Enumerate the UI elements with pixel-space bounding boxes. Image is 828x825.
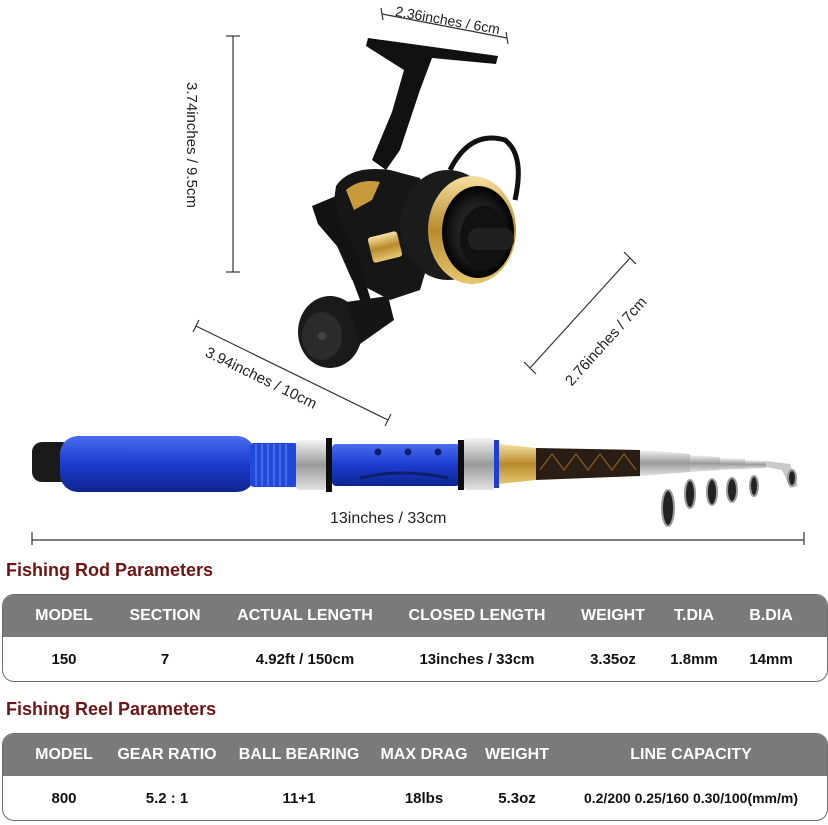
table-row: 800 5.2 : 1 11+1 18lbs 5.3oz 0.2/200 0.2… [3,776,827,820]
table-row: 150 7 4.92ft / 150cm 13inches / 33cm 3.3… [3,637,827,681]
header-ball-bearing: BALL BEARING [238,746,360,763]
reel-parameters-table: MODEL GEAR RATIO BALL BEARING MAX DRAG W… [2,733,828,821]
reel-width-dimension [380,7,509,45]
rod-parameters-title: Fishing Rod Parameters [6,560,214,580]
value-base-diameter: 14mm [749,650,793,668]
header-max-drag: MAX DRAG [380,746,468,763]
rod-length-label: 13inches / 33cm [330,510,447,527]
spinning-reel [298,38,521,368]
value-max-drag: 18lbs [404,789,444,807]
rod-length-dimension [31,532,805,545]
reel-parameters-title: Fishing Reel Parameters [6,699,217,719]
header-weight: WEIGHT [581,607,645,624]
value-model: 800 [51,789,77,807]
rod-parameters-table: MODEL SECTION ACTUAL LENGTH CLOSED LENGT… [2,594,828,682]
product-illustration [31,7,805,545]
value-weight: 3.35oz [590,650,636,668]
header-section: SECTION [129,607,201,624]
header-closed-length: CLOSED LENGTH [408,607,546,624]
value-line-capacity: 0.2/200 0.25/160 0.30/100(mm/m) [583,790,799,806]
reel-length-dimension [192,319,392,427]
value-ball-bearing: 11+1 [282,789,316,807]
value-gear-ratio: 5.2 : 1 [145,789,189,807]
value-section: 7 [160,650,170,668]
reel-height-label: 3.74inches / 9.5cm [183,82,200,208]
table-header-row: MODEL SECTION ACTUAL LENGTH CLOSED LENGT… [3,595,827,637]
header-model: MODEL [35,607,93,624]
header-weight: WEIGHT [485,746,549,763]
value-weight: 5.3oz [498,789,536,807]
header-line-capacity: LINE CAPACITY [630,746,752,763]
value-model: 150 [51,650,77,668]
header-tip-diameter: T.DIA [674,607,714,624]
header-gear-ratio: GEAR RATIO [117,746,217,763]
value-actual-length: 4.92ft / 150cm [255,650,355,668]
table-header-row: MODEL GEAR RATIO BALL BEARING MAX DRAG W… [3,734,827,776]
reel-depth-dimension [523,251,637,375]
telescopic-rod [32,436,798,527]
header-model: MODEL [35,746,93,763]
header-actual-length: ACTUAL LENGTH [237,607,373,624]
reel-height-dimension [226,35,240,273]
header-base-diameter: B.DIA [749,607,793,624]
value-closed-length: 13inches / 33cm [419,650,535,668]
value-tip-diameter: 1.8mm [670,650,718,668]
